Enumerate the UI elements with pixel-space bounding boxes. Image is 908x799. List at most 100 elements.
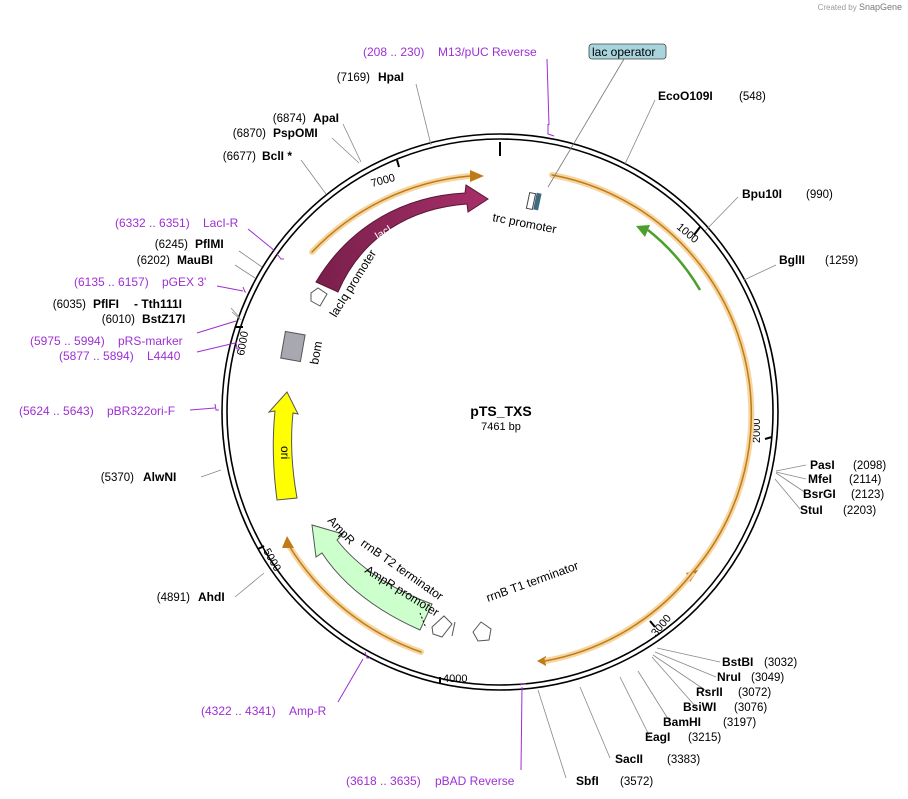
- primer-pGEX3-name: pGEX 3': [162, 275, 206, 289]
- orf-arrowhead-1: [470, 170, 484, 182]
- trc-promoter-box: [525, 191, 537, 211]
- enzyme-PspOMI-pos: (6870): [233, 128, 266, 140]
- primer-L4440-range: (5877 .. 5894): [59, 349, 134, 363]
- enzyme-BstZ17I: BstZ17I: [142, 312, 185, 326]
- enzyme-BamHI-pos: (3197): [723, 717, 756, 729]
- enzyme-BsiWI: BsiWI: [683, 700, 716, 714]
- plasmid-name: pTS_TXS: [470, 403, 531, 419]
- enzyme-PasI: PasI: [810, 458, 835, 472]
- rrnB-T1-arrow: [472, 621, 492, 642]
- enzyme-labels-left: (7169) HpaI (6874) ApaI (6870) PspOMI (6…: [53, 70, 404, 604]
- enzyme-SacII-pos: (3383): [667, 754, 700, 766]
- primer-leader-lines: [189, 58, 555, 771]
- enzyme-RsrII-pos: (3072): [738, 687, 771, 699]
- bom-feature: [280, 330, 306, 363]
- primer-pBR322ori-F-range: (5624 .. 5643): [19, 404, 94, 418]
- primer-M13-range: (208 .. 230): [363, 45, 424, 59]
- enzyme-StuI-pos: (2203): [843, 505, 876, 517]
- AmpR-dash: [419, 612, 427, 629]
- primer-L4440-name: L4440: [147, 349, 181, 363]
- primer-pRS-marker-range: (5975 .. 5994): [30, 334, 105, 348]
- primer-Amp-R-range: (4322 .. 4341): [201, 704, 276, 718]
- orf-arrowhead-2b: [537, 656, 546, 666]
- primer-labels: (208 .. 230) M13/pUC Reverse (6332 .. 63…: [19, 45, 537, 788]
- primer-pBR322ori-F-name: pBR322ori-F: [107, 404, 175, 418]
- AmpR-promoter-tick: [451, 621, 456, 637]
- enzyme-EcoO109I-pos: (548): [739, 91, 766, 103]
- tick-label-4000: 4000: [443, 673, 467, 685]
- green-arrow: [647, 229, 702, 291]
- enzyme-BsiWI-pos: (3076): [734, 702, 767, 714]
- enzyme-SacII: SacII: [615, 752, 643, 766]
- lacI-feature: [315, 184, 489, 293]
- enzyme-BglII: BglII: [779, 253, 805, 267]
- primer-M13-name: M13/pUC Reverse: [438, 45, 537, 59]
- ori-feature: [267, 391, 299, 501]
- tick-marks: [236, 142, 773, 684]
- primer-pBAD-name: pBAD Reverse: [435, 774, 515, 788]
- enzyme-MfeI: MfeI: [808, 472, 832, 486]
- enzyme-NruI-pos: (3049): [751, 672, 784, 684]
- enzyme-StuI: StuI: [800, 503, 823, 517]
- enzyme-PasI-pos: (2098): [853, 460, 886, 472]
- rrnB-T1-label: rrnB T1 terminator: [484, 558, 580, 604]
- enzyme-PflFI: PflFI: [93, 297, 119, 311]
- enzyme-MfeI-pos: (2114): [849, 474, 882, 486]
- primer-pGEX3-range: (6135 .. 6157): [74, 275, 149, 289]
- tick-label-6000: 6000: [235, 330, 251, 356]
- enzyme-EcoO109I: EcoO109I: [658, 89, 713, 103]
- enzyme-labels-right: EcoO109I (548) Bpu10I (990) BglII (1259)…: [576, 89, 886, 788]
- trc-promoter-label: trc promoter: [491, 210, 557, 236]
- primer-LacI-R-name: LacI-R: [203, 216, 239, 230]
- lacIq-promoter-arrow: [310, 287, 328, 307]
- enzyme-SbfI: SbfI: [576, 774, 599, 788]
- enzyme-BstBI: BstBI: [722, 655, 753, 669]
- orf-arc-3000: [544, 570, 696, 664]
- enzyme-ApaI-pos: (6874): [273, 113, 306, 125]
- backbone-outer: [221, 133, 779, 691]
- enzyme-BamHI: BamHI: [663, 715, 701, 729]
- plasmid-length: 7461 bp: [481, 421, 521, 433]
- lac-operator-leader: [547, 58, 625, 188]
- enzyme-BstBI-pos: (3032): [764, 657, 797, 669]
- enzyme-RsrII: RsrII: [696, 685, 723, 699]
- enzyme-ApaI: ApaI: [313, 111, 339, 125]
- enzyme-BsrGI-pos: (2123): [851, 489, 884, 501]
- enzyme-MauBI-pos: (6202): [137, 255, 170, 267]
- enzyme-HpaI-pos: (7169): [337, 72, 370, 84]
- primer-pBAD-range: (3618 .. 3635): [346, 774, 421, 788]
- lac-operator-box: [533, 192, 542, 211]
- AmpR-feature: [311, 524, 433, 631]
- enzyme-PflFI-pos: (6035): [53, 299, 86, 311]
- enzyme-Bpu10I-pos: (990): [806, 189, 833, 201]
- watermark-prefix: Created by: [817, 3, 857, 12]
- green-arrowhead: [636, 225, 650, 237]
- enzyme-BglII-pos: (1259): [825, 255, 858, 267]
- enzyme-PspOMI: PspOMI: [273, 126, 318, 140]
- watermark: Created by SnapGene: [818, 2, 902, 12]
- enzyme-MauBI: MauBI: [177, 253, 213, 267]
- enzyme-SbfI-pos: (3572): [620, 776, 653, 788]
- orf-arc-3000-line: [544, 571, 694, 662]
- enzyme-EagI: EagI: [645, 730, 670, 744]
- enzyme-PflMI: PflMI: [195, 237, 224, 251]
- enzyme-BclI: BclI *: [262, 149, 292, 163]
- enzyme-leader-lines: [200, 83, 807, 779]
- enzyme-AhdI: AhdI: [198, 590, 225, 604]
- orf-arrowhead-3: [282, 536, 294, 548]
- enzyme-Bpu10I: Bpu10I: [742, 187, 782, 201]
- enzyme-AlwNI-pos: (5370): [101, 472, 134, 484]
- enzyme-PflMI-pos: (6245): [155, 239, 188, 251]
- enzyme-EagI-pos: (3215): [688, 732, 721, 744]
- enzyme-BclI-pos: (6677): [223, 151, 256, 163]
- enzyme-AhdI-pos: (4891): [157, 592, 190, 604]
- watermark-brand: SnapGene: [858, 2, 902, 12]
- lac-operator-label: lac operator: [592, 45, 655, 59]
- enzyme-BstZ17I-pos: (6010): [102, 314, 135, 326]
- enzyme-BsrGI: BsrGI: [803, 487, 836, 501]
- bom-label: bom: [307, 340, 325, 365]
- lac-operator-callout: [588, 43, 667, 60]
- enzyme-HpaI: HpaI: [378, 70, 404, 84]
- tick-label-7000: 7000: [370, 172, 397, 190]
